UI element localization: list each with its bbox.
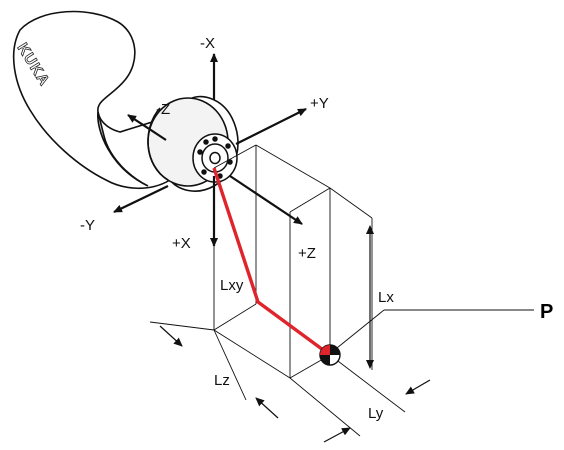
- robot-shadow-band: [97, 111, 149, 187]
- axis-neg-y-arrow: [113, 185, 169, 213]
- dimension-ly-label: Ly: [368, 405, 384, 422]
- lxy-path: [212, 167, 332, 357]
- axis-pos-y-label: +Y: [310, 95, 329, 112]
- dimension-ly-arrow-left: [323, 427, 351, 443]
- axis-pos-z-label: +Z: [298, 245, 316, 262]
- dimension-lz-arrow-right: [255, 397, 279, 419]
- dimension-arrows: [159, 225, 431, 443]
- axis-pos-y-arrow: [235, 108, 307, 145]
- robot-wrist-rim: [147, 107, 169, 181]
- point-p-label: P: [540, 301, 553, 323]
- dimension-lxy-label: Lxy: [220, 277, 244, 294]
- dimension-ly-arrow-right: [405, 379, 431, 395]
- axis-neg-y-label: -Y: [80, 217, 95, 234]
- dimension-lz-arrow-left: [159, 325, 183, 347]
- axis-neg-z-label: -Z: [156, 101, 170, 118]
- axis-neg-x-label: -X: [200, 35, 215, 52]
- axis-pos-x-label: +X: [172, 235, 191, 252]
- point-p-marker: [319, 344, 341, 366]
- dimension-lz-label: Lz: [214, 372, 230, 389]
- dimension-lx-label: Lx: [378, 289, 394, 306]
- axis-pos-z-arrow: [229, 175, 303, 225]
- axis-neg-z-arrow: [127, 114, 167, 141]
- tool-flange: [192, 133, 238, 183]
